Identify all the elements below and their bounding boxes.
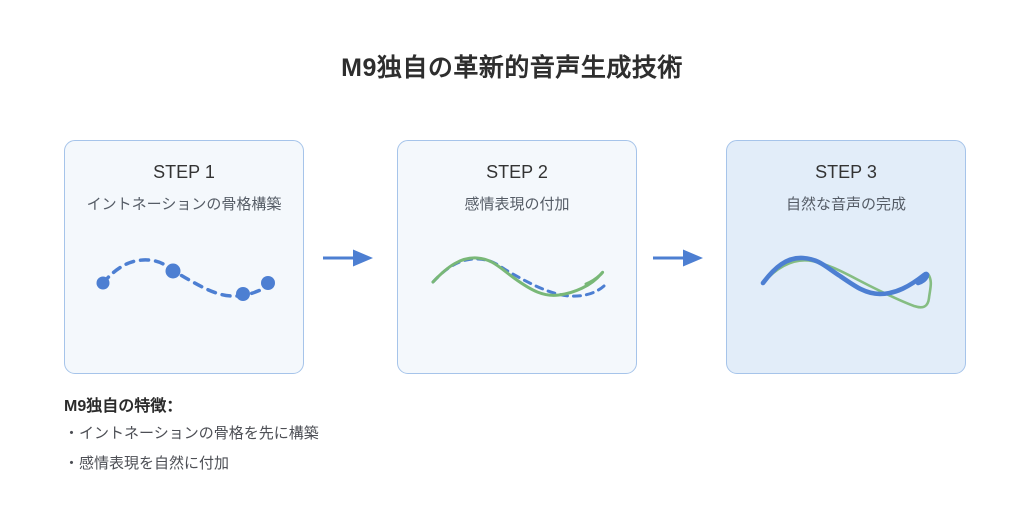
page-title: M9独自の革新的音声生成技術 (341, 54, 683, 82)
step-1-subtitle: イントネーションの骨格構築 (86, 196, 282, 213)
anchor-dot (261, 276, 275, 290)
arrow-right-icon (653, 249, 703, 267)
step-2-label: STEP 2 (486, 162, 548, 182)
anchor-dot (165, 263, 181, 279)
step-2-card: STEP 2 感情表現の付加 (397, 140, 637, 374)
anchor-dot (96, 276, 110, 290)
arrow-right-icon (323, 249, 373, 267)
emotion-overlay-curve (431, 256, 606, 298)
anchor-dot (236, 287, 250, 301)
step-3-card: STEP 3 自然な音声の完成 (726, 140, 966, 374)
feature-item-skeleton-first: ・イントネーションの骨格を先に構築 (64, 425, 319, 442)
step-3-label: STEP 3 (815, 162, 877, 182)
step-1-card: STEP 1 イントネーションの骨格構築 (64, 140, 304, 374)
step-1-label: STEP 1 (153, 162, 215, 182)
features-section: M9独自の特徴： ・イントネーションの骨格を先に構築 ・感情表現を自然に付加 (64, 392, 319, 485)
feature-item-natural-emotion: ・感情表現を自然に付加 (64, 454, 230, 472)
step-3-subtitle: 自然な音声の完成 (785, 196, 906, 213)
natural-voice-curve (760, 255, 933, 309)
step-2-subtitle: 感情表現の付加 (464, 196, 570, 213)
features-heading: M9独自の特徴： (64, 398, 183, 415)
intonation-skeleton-curve (96, 258, 275, 301)
